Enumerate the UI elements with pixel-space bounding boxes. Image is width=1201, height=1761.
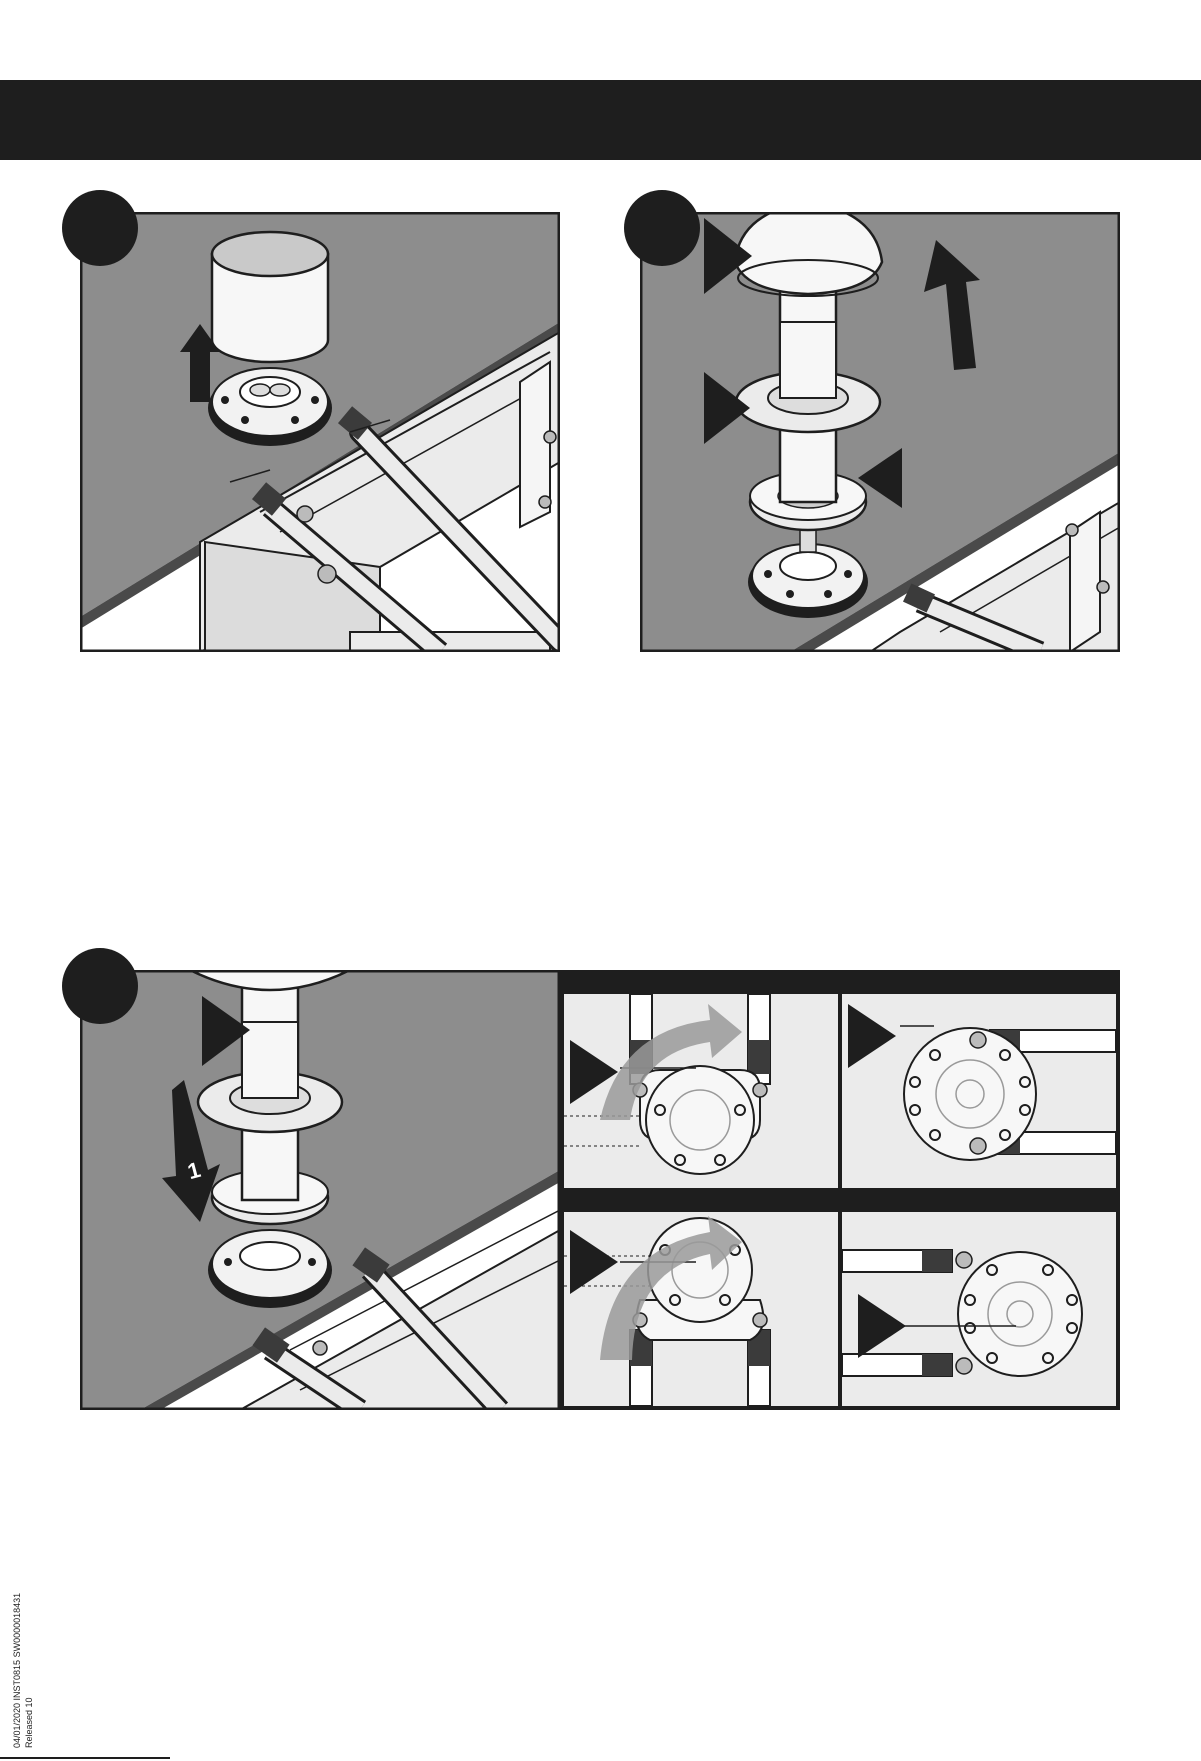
- detail-bottom-right: [842, 1212, 1116, 1406]
- header-bar: [0, 80, 1201, 160]
- footer-rule: [0, 1757, 170, 1759]
- detail-top-left: [564, 994, 838, 1188]
- revision-note-line-1: 04/01/2020 INST0815 SW0000018431: [12, 1593, 22, 1748]
- revision-note-line-2: Released 10: [24, 1697, 34, 1748]
- step-3-badge: [62, 948, 138, 1024]
- revision-note: 04/01/2020 INST0815 SW0000018431 Release…: [12, 1650, 52, 1750]
- detail-top-right: [842, 994, 1116, 1188]
- step-2-badge: [624, 190, 700, 266]
- step-1-badge: [62, 190, 138, 266]
- detail-grid: [560, 970, 1120, 1410]
- step-1-panel: [80, 212, 560, 652]
- step-3-panel: 1: [80, 970, 560, 1410]
- step-2-panel: [640, 212, 1120, 652]
- detail-bottom-left: [564, 1212, 838, 1406]
